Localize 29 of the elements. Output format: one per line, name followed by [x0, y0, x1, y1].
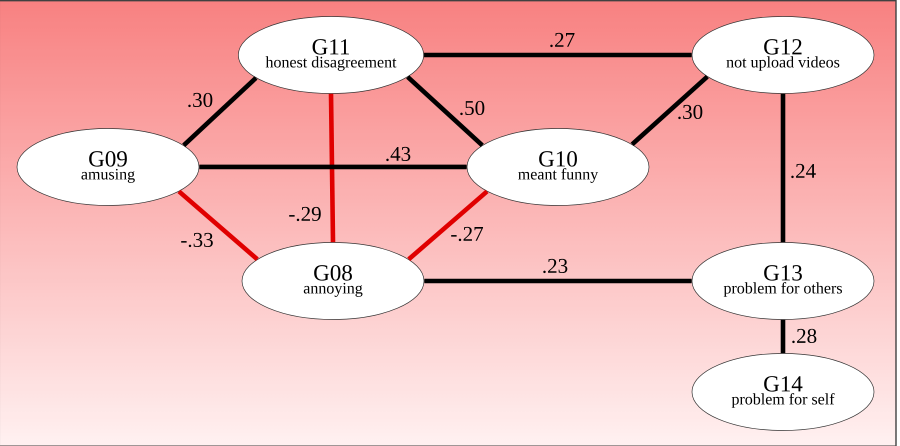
connector-line	[630, 75, 709, 146]
edge-label: -.33	[181, 232, 213, 248]
connector-line	[328, 94, 336, 242]
edge-label: .50	[460, 100, 484, 116]
edge-label: .43	[386, 146, 410, 162]
ellipse-node: G08 annoying	[242, 242, 424, 320]
edge-label: -.27	[451, 226, 484, 242]
edge-label: .30	[188, 92, 212, 108]
ellipse-node: G09 amusing	[16, 128, 200, 206]
ellipse-node: G10 meant funny	[466, 128, 650, 206]
connector-line	[199, 164, 467, 170]
ellipse-node: G12 not upload videos	[692, 16, 874, 94]
connector-line	[178, 190, 259, 261]
ellipse-node: G13 problem for others	[692, 242, 874, 320]
connector-line	[182, 76, 258, 147]
ellipse-node: G14 problem for self	[692, 353, 874, 431]
edge-label: .28	[792, 328, 816, 344]
connector-line	[780, 320, 786, 354]
connector-line	[424, 278, 692, 284]
connector-line	[780, 94, 786, 242]
edge-label: -.29	[289, 206, 321, 222]
connector-line	[424, 52, 692, 58]
ellipse-node: G11 honest disagreement	[238, 16, 424, 94]
edge-label: .30	[678, 104, 702, 120]
connector-line	[406, 75, 484, 147]
edge-label: .23	[543, 258, 568, 274]
edge-label: .24	[791, 164, 816, 178]
connector-line	[407, 190, 489, 261]
edge-label: .27	[550, 32, 575, 48]
